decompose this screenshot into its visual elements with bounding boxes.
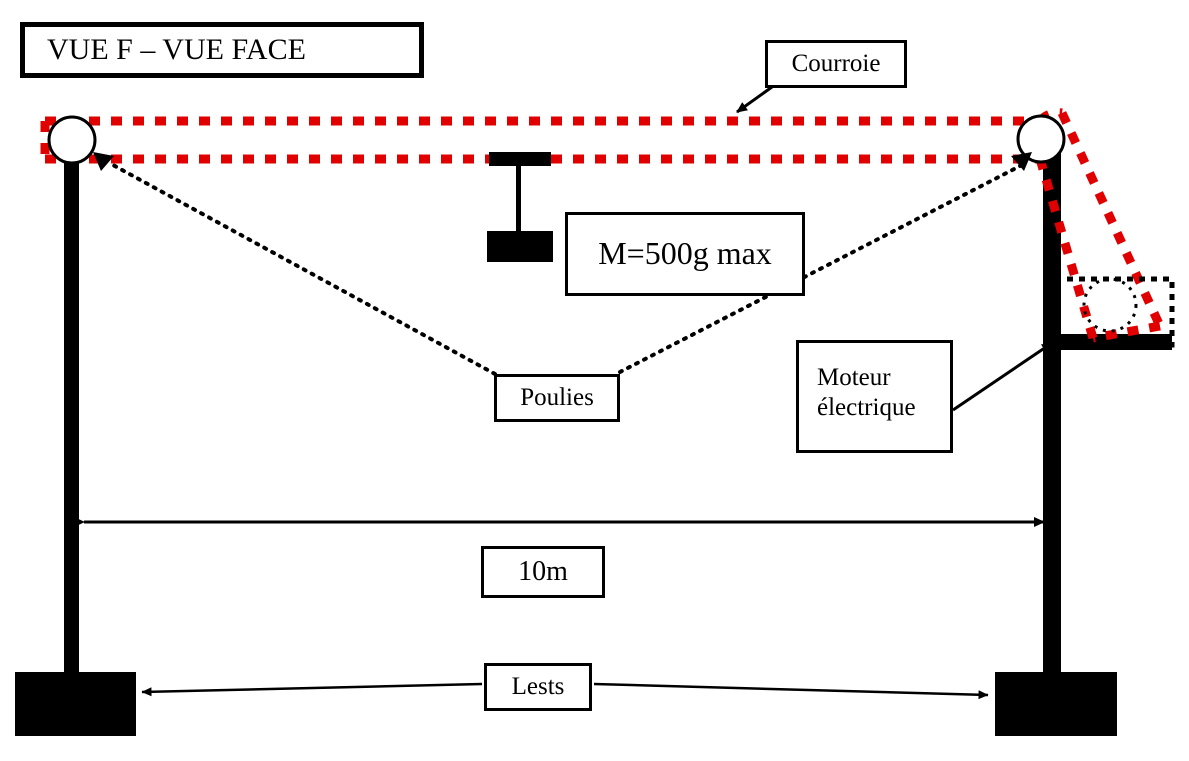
carriage-clamp <box>489 152 551 166</box>
carriage-rod <box>516 166 521 232</box>
label-box-payload-mass: M=500g max <box>565 212 805 296</box>
label-box-poulies: Poulies <box>494 374 620 422</box>
payload-mass-block <box>487 231 553 262</box>
moteur-label-line1: Moteur <box>817 364 891 391</box>
label-box-span-dimension: 10m <box>481 546 605 598</box>
left-pulley <box>47 115 97 165</box>
moteur-label-line2: électrique <box>817 393 916 421</box>
lests-leader-left <box>141 682 483 697</box>
courroie-leader <box>736 85 773 114</box>
right-pulley <box>1016 114 1066 164</box>
poulies-arrowhead-left <box>93 152 114 171</box>
belt-motor-left-run <box>1035 157 1098 340</box>
left-ballast-block <box>15 672 136 736</box>
right-ballast-block <box>995 672 1117 736</box>
poulies-leader-right <box>618 163 1024 374</box>
poulies-leader-left <box>111 163 497 376</box>
label-box-courroie: Courroie <box>765 40 907 88</box>
poulies-arrowhead-right <box>1011 152 1032 171</box>
label-box-moteur-electrique: Moteur électrique <box>796 340 953 453</box>
view-title-box: VUE F – VUE FACE <box>20 22 424 78</box>
motor-support-arm <box>1055 334 1172 350</box>
right-mast <box>1043 152 1061 680</box>
lests-leader-right <box>593 682 989 700</box>
moteur-leader <box>952 341 1053 412</box>
left-mast <box>64 152 79 680</box>
pulley-leader-lines <box>111 163 1024 376</box>
label-box-lests: Lests <box>484 663 592 711</box>
belt-right-outer-run <box>1057 111 1165 328</box>
motor-housing <box>1055 276 1175 348</box>
motor-pulley <box>1082 277 1138 333</box>
